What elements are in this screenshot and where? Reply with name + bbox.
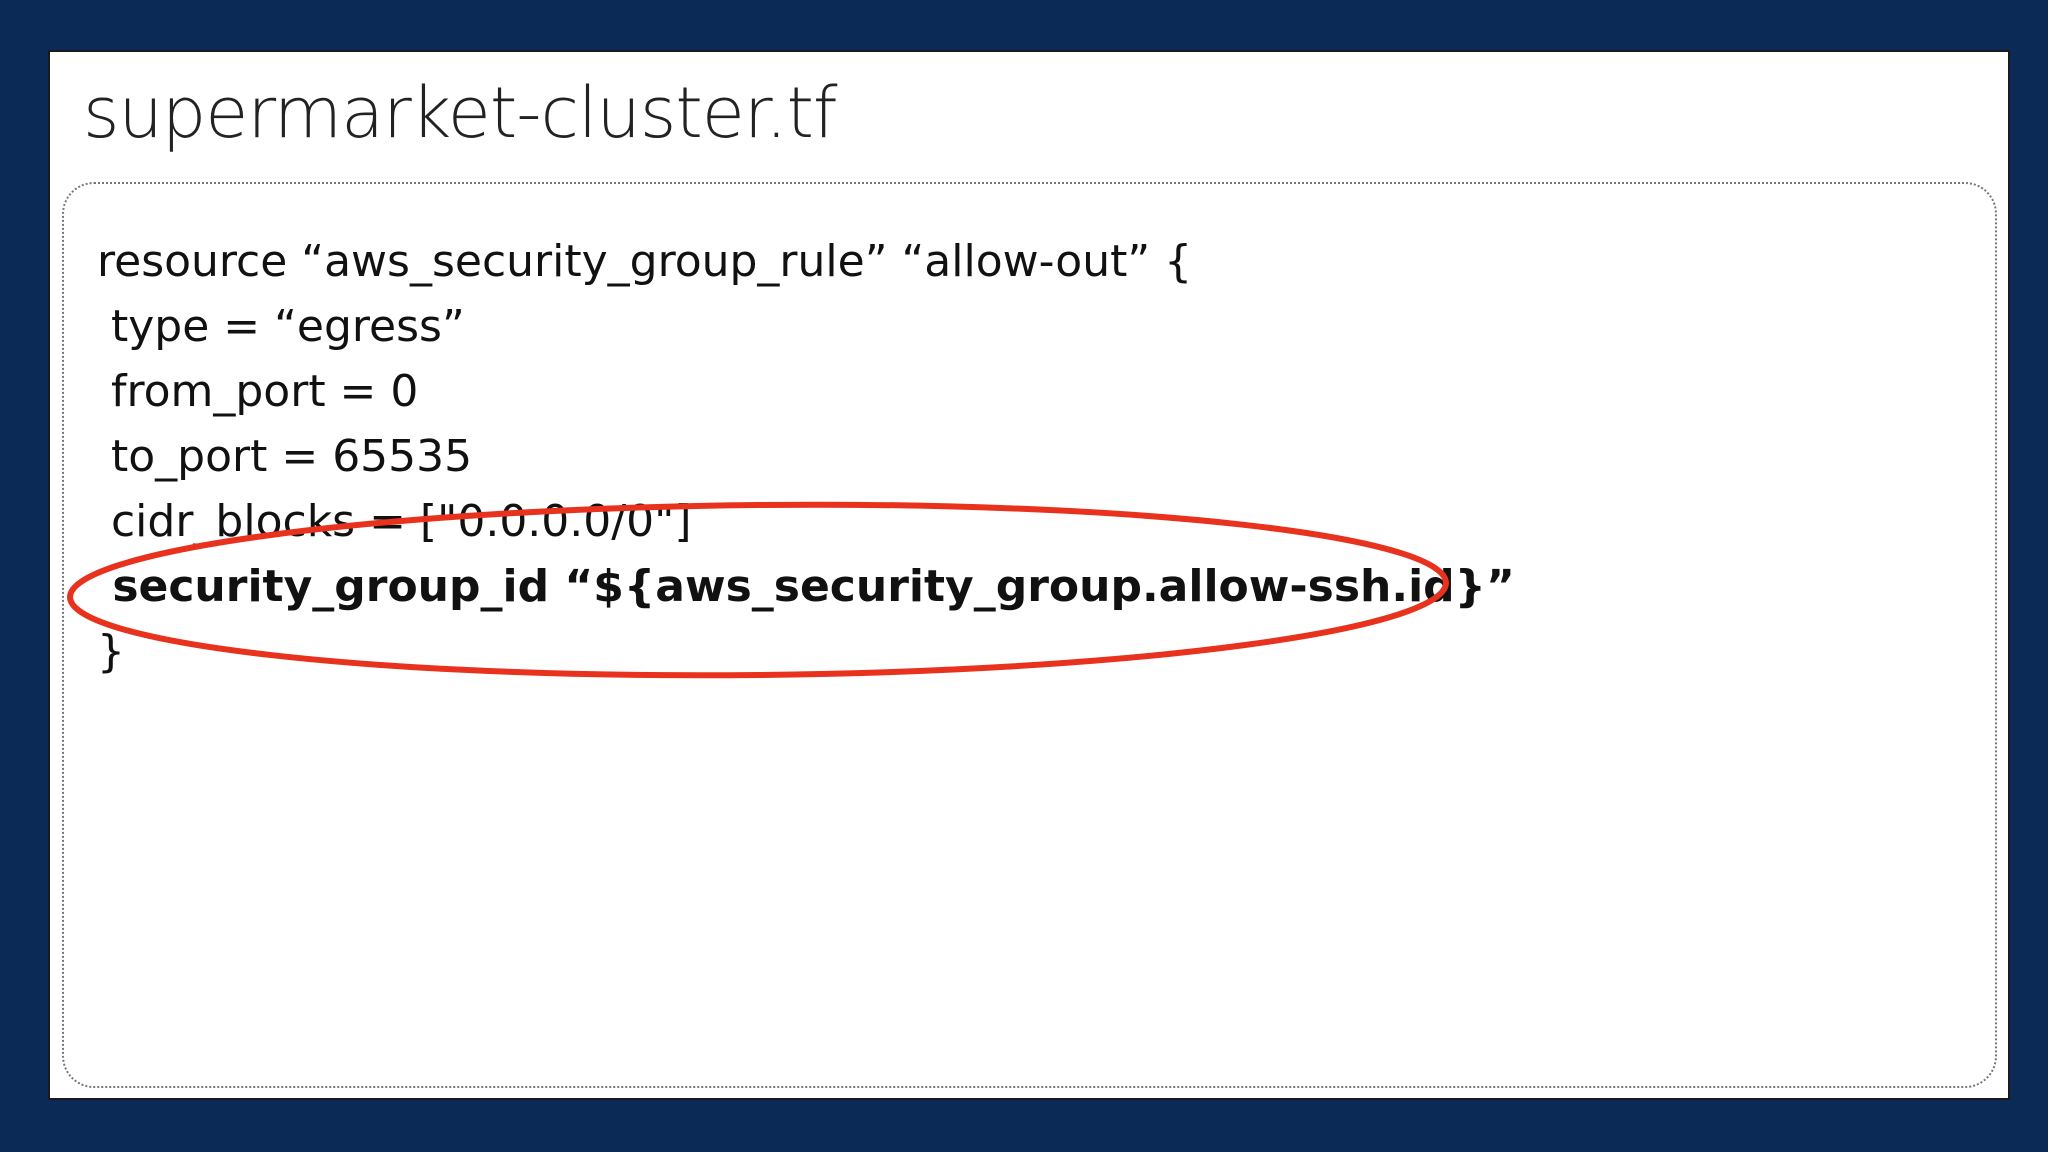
- code-line-to-port: to_port = 65535: [97, 431, 473, 482]
- slide-title: supermarket-cluster.tf: [83, 72, 838, 154]
- code-line-from-port: from_port = 0: [97, 366, 419, 417]
- code-block: [62, 182, 1997, 1088]
- code-line-type: type = “egress”: [97, 301, 465, 352]
- code-line-cidr-blocks: cidr_blocks = ["0.0.0.0/0"]: [97, 496, 692, 547]
- code-line-closing-brace: }: [97, 626, 125, 677]
- code-line-security-group-id: security_group_id “${aws_security_group.…: [97, 561, 1515, 612]
- code-line-resource: resource “aws_security_group_rule” “allo…: [97, 236, 1193, 287]
